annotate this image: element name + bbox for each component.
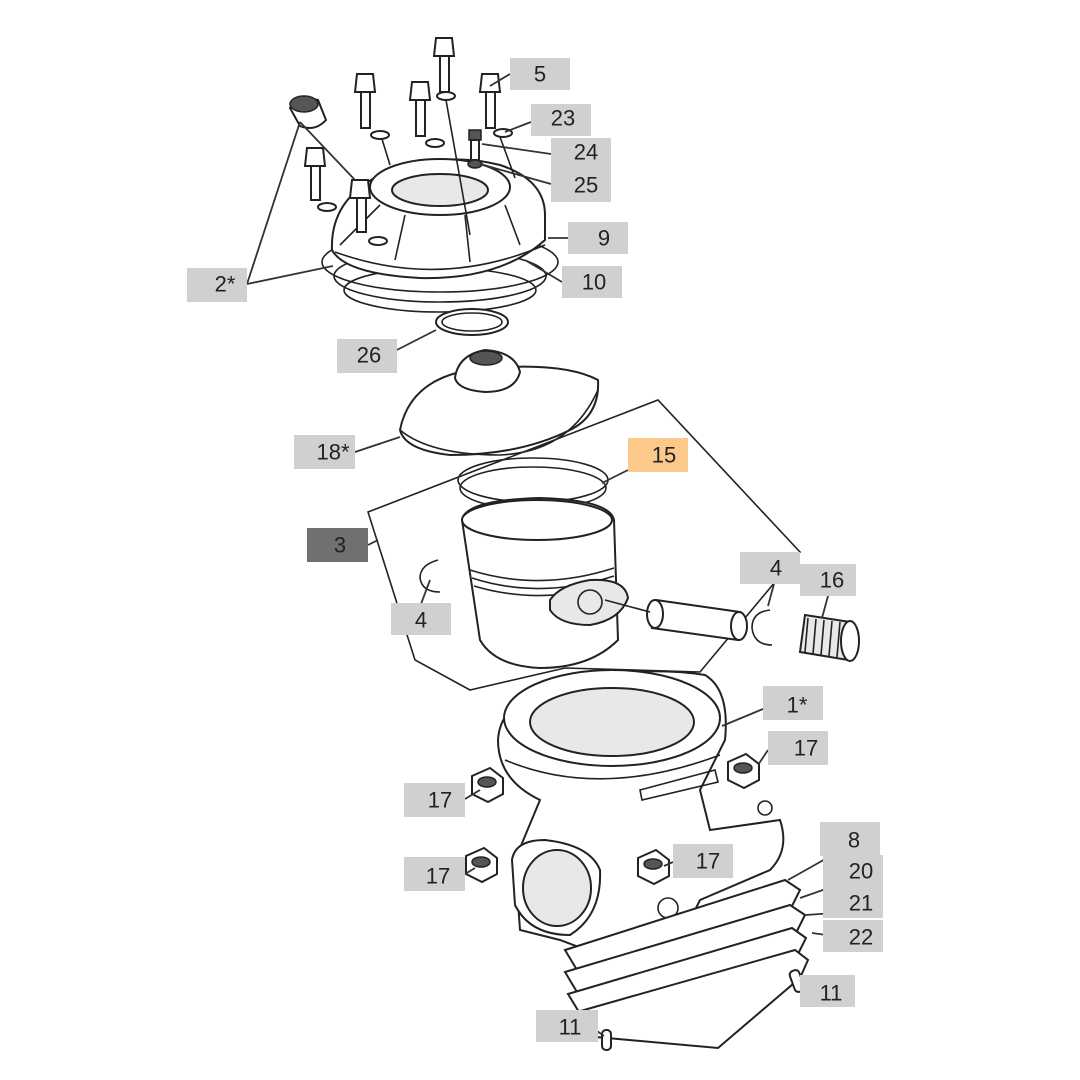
callout-23[interactable]: 23 <box>531 104 591 136</box>
screw-24 <box>467 129 483 169</box>
svg-text:9: 9 <box>598 226 610 251</box>
callout-1[interactable]: 1* <box>763 686 823 720</box>
svg-text:17: 17 <box>426 864 450 889</box>
base-gaskets <box>563 878 810 1050</box>
callout-18[interactable]: 18* <box>294 435 355 469</box>
callout-4-left[interactable]: 4 <box>391 603 451 635</box>
bolt-2 <box>478 73 516 179</box>
callout-24[interactable]: 24 <box>551 138 611 170</box>
circlip-left <box>419 559 441 593</box>
callout-11-left[interactable]: 11 <box>536 1010 598 1042</box>
svg-text:26: 26 <box>357 343 381 368</box>
dowel-left <box>601 1029 612 1051</box>
callout-2[interactable]: 2* <box>187 268 247 302</box>
cylinder <box>496 669 785 957</box>
combustion-chamber-insert <box>398 348 600 457</box>
svg-text:17: 17 <box>794 736 818 761</box>
nut-17-d <box>637 848 670 886</box>
callout-20[interactable]: 20 <box>823 855 883 887</box>
callout-3[interactable]: 3 <box>307 528 368 562</box>
bolt-1 <box>432 37 471 236</box>
svg-text:4: 4 <box>415 608 427 633</box>
svg-text:5: 5 <box>534 62 546 87</box>
svg-text:11: 11 <box>820 981 843 1006</box>
bolt-6 <box>348 179 388 246</box>
piston-pin <box>604 598 748 642</box>
callout-25[interactable]: 25 <box>551 170 611 202</box>
svg-text:3: 3 <box>334 533 346 558</box>
svg-text:25: 25 <box>574 173 598 198</box>
svg-text:17: 17 <box>428 788 452 813</box>
svg-text:8: 8 <box>848 828 860 853</box>
svg-text:16: 16 <box>820 568 844 593</box>
needle-bearing <box>798 613 860 662</box>
callout-16[interactable]: 16 <box>800 564 856 596</box>
svg-text:2*: 2* <box>215 272 236 297</box>
svg-text:17: 17 <box>696 849 720 874</box>
circlip-right <box>751 609 773 646</box>
nut-17-a <box>471 766 504 804</box>
svg-text:10: 10 <box>582 270 606 295</box>
callout-5[interactable]: 5 <box>510 58 570 90</box>
bolt-5 <box>303 147 337 212</box>
callout-11-right[interactable]: 11 <box>800 975 855 1007</box>
callout-4-right[interactable]: 4 <box>740 552 800 584</box>
svg-text:4: 4 <box>770 556 782 581</box>
nut-17-c <box>465 846 498 884</box>
callout-10[interactable]: 10 <box>562 266 622 298</box>
callout-17-right[interactable]: 17 <box>768 731 828 765</box>
callout-17-center[interactable]: 17 <box>673 844 733 878</box>
head-bolts <box>303 37 516 246</box>
svg-text:15: 15 <box>652 443 676 468</box>
callout-17-left-top[interactable]: 17 <box>404 783 465 817</box>
bolt-4 <box>408 81 445 148</box>
svg-text:22: 22 <box>849 925 873 950</box>
nut-17-b <box>727 752 760 790</box>
svg-text:20: 20 <box>849 859 873 884</box>
svg-text:18*: 18* <box>316 440 349 465</box>
svg-text:1*: 1* <box>787 693 808 718</box>
svg-text:11: 11 <box>559 1015 582 1040</box>
callout-26[interactable]: 26 <box>337 339 397 373</box>
callout-17-left-bottom[interactable]: 17 <box>404 857 465 891</box>
piston <box>460 496 630 670</box>
svg-text:24: 24 <box>574 140 598 165</box>
callout-15[interactable]: 15 <box>628 438 688 472</box>
callout-8[interactable]: 8 <box>820 822 880 856</box>
callout-9[interactable]: 9 <box>568 222 628 254</box>
svg-text:21: 21 <box>849 891 873 916</box>
callout-21[interactable]: 21 <box>823 886 883 918</box>
bolt-3 <box>353 73 391 166</box>
callout-22[interactable]: 22 <box>823 920 883 952</box>
svg-text:23: 23 <box>551 106 575 131</box>
